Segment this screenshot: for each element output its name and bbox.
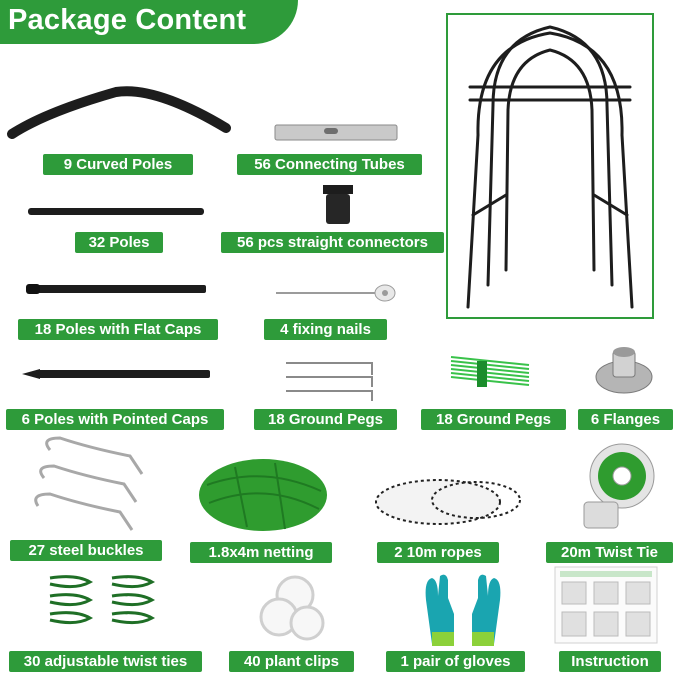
fixing-nail-icon <box>274 282 404 304</box>
pole-flat-cap-icon <box>24 282 208 296</box>
twist-ties-icon <box>46 570 168 640</box>
item-label-poles-pointed-caps: 6 Poles with Pointed Caps <box>6 409 224 430</box>
item-label-poles: 32 Poles <box>75 232 163 253</box>
item-label-ground-pegs: 18 Ground Pegs <box>254 409 397 430</box>
instruction-sheet-icon <box>554 566 658 644</box>
pole-icon <box>26 206 206 218</box>
item-label-steel-buckles: 27 steel buckles <box>10 540 162 561</box>
item-label-ground-pegs-2: 18 Ground Pegs <box>421 409 566 430</box>
item-label-straight-connectors: 56 pcs straight connectors <box>221 232 444 253</box>
curved-pole-icon <box>6 80 232 142</box>
twist-tie-reel-icon <box>576 440 660 536</box>
item-label-twist-tie: 20m Twist Tie <box>546 542 673 563</box>
steel-buckle-icon <box>30 434 156 536</box>
assembled-frame-preview <box>446 13 654 319</box>
item-label-ropes: 2 10m ropes <box>377 542 499 563</box>
item-label-gloves: 1 pair of gloves <box>386 651 525 672</box>
connecting-tube-icon <box>274 123 398 143</box>
flange-icon <box>593 345 655 395</box>
item-label-curved-poles: 9 Curved Poles <box>43 154 193 175</box>
item-label-flanges: 6 Flanges <box>578 409 673 430</box>
item-label-twist-ties: 30 adjustable twist ties <box>9 651 202 672</box>
pole-pointed-cap-icon <box>20 367 212 381</box>
item-label-netting: 1.8x4m netting <box>190 542 332 563</box>
package-content-header: Package Content <box>0 0 298 44</box>
plant-clips-icon <box>243 573 343 647</box>
greenhouse-frame-icon <box>466 25 634 309</box>
item-label-plant-clips: 40 plant clips <box>229 651 354 672</box>
netting-icon <box>195 455 333 535</box>
straight-connector-icon <box>319 183 357 227</box>
green-cable-ties-icon <box>447 351 533 391</box>
gloves-icon <box>418 570 508 648</box>
rope-icon <box>372 476 528 528</box>
ground-peg-icon <box>284 355 378 403</box>
page-title: Package Content <box>8 4 247 36</box>
item-label-fixing-nails: 4 fixing nails <box>264 319 387 340</box>
item-label-connecting-tubes: 56 Connecting Tubes <box>237 154 422 175</box>
item-label-poles-flat-caps: 18 Poles with Flat Caps <box>18 319 218 340</box>
item-label-instruction: Instruction <box>559 651 661 672</box>
